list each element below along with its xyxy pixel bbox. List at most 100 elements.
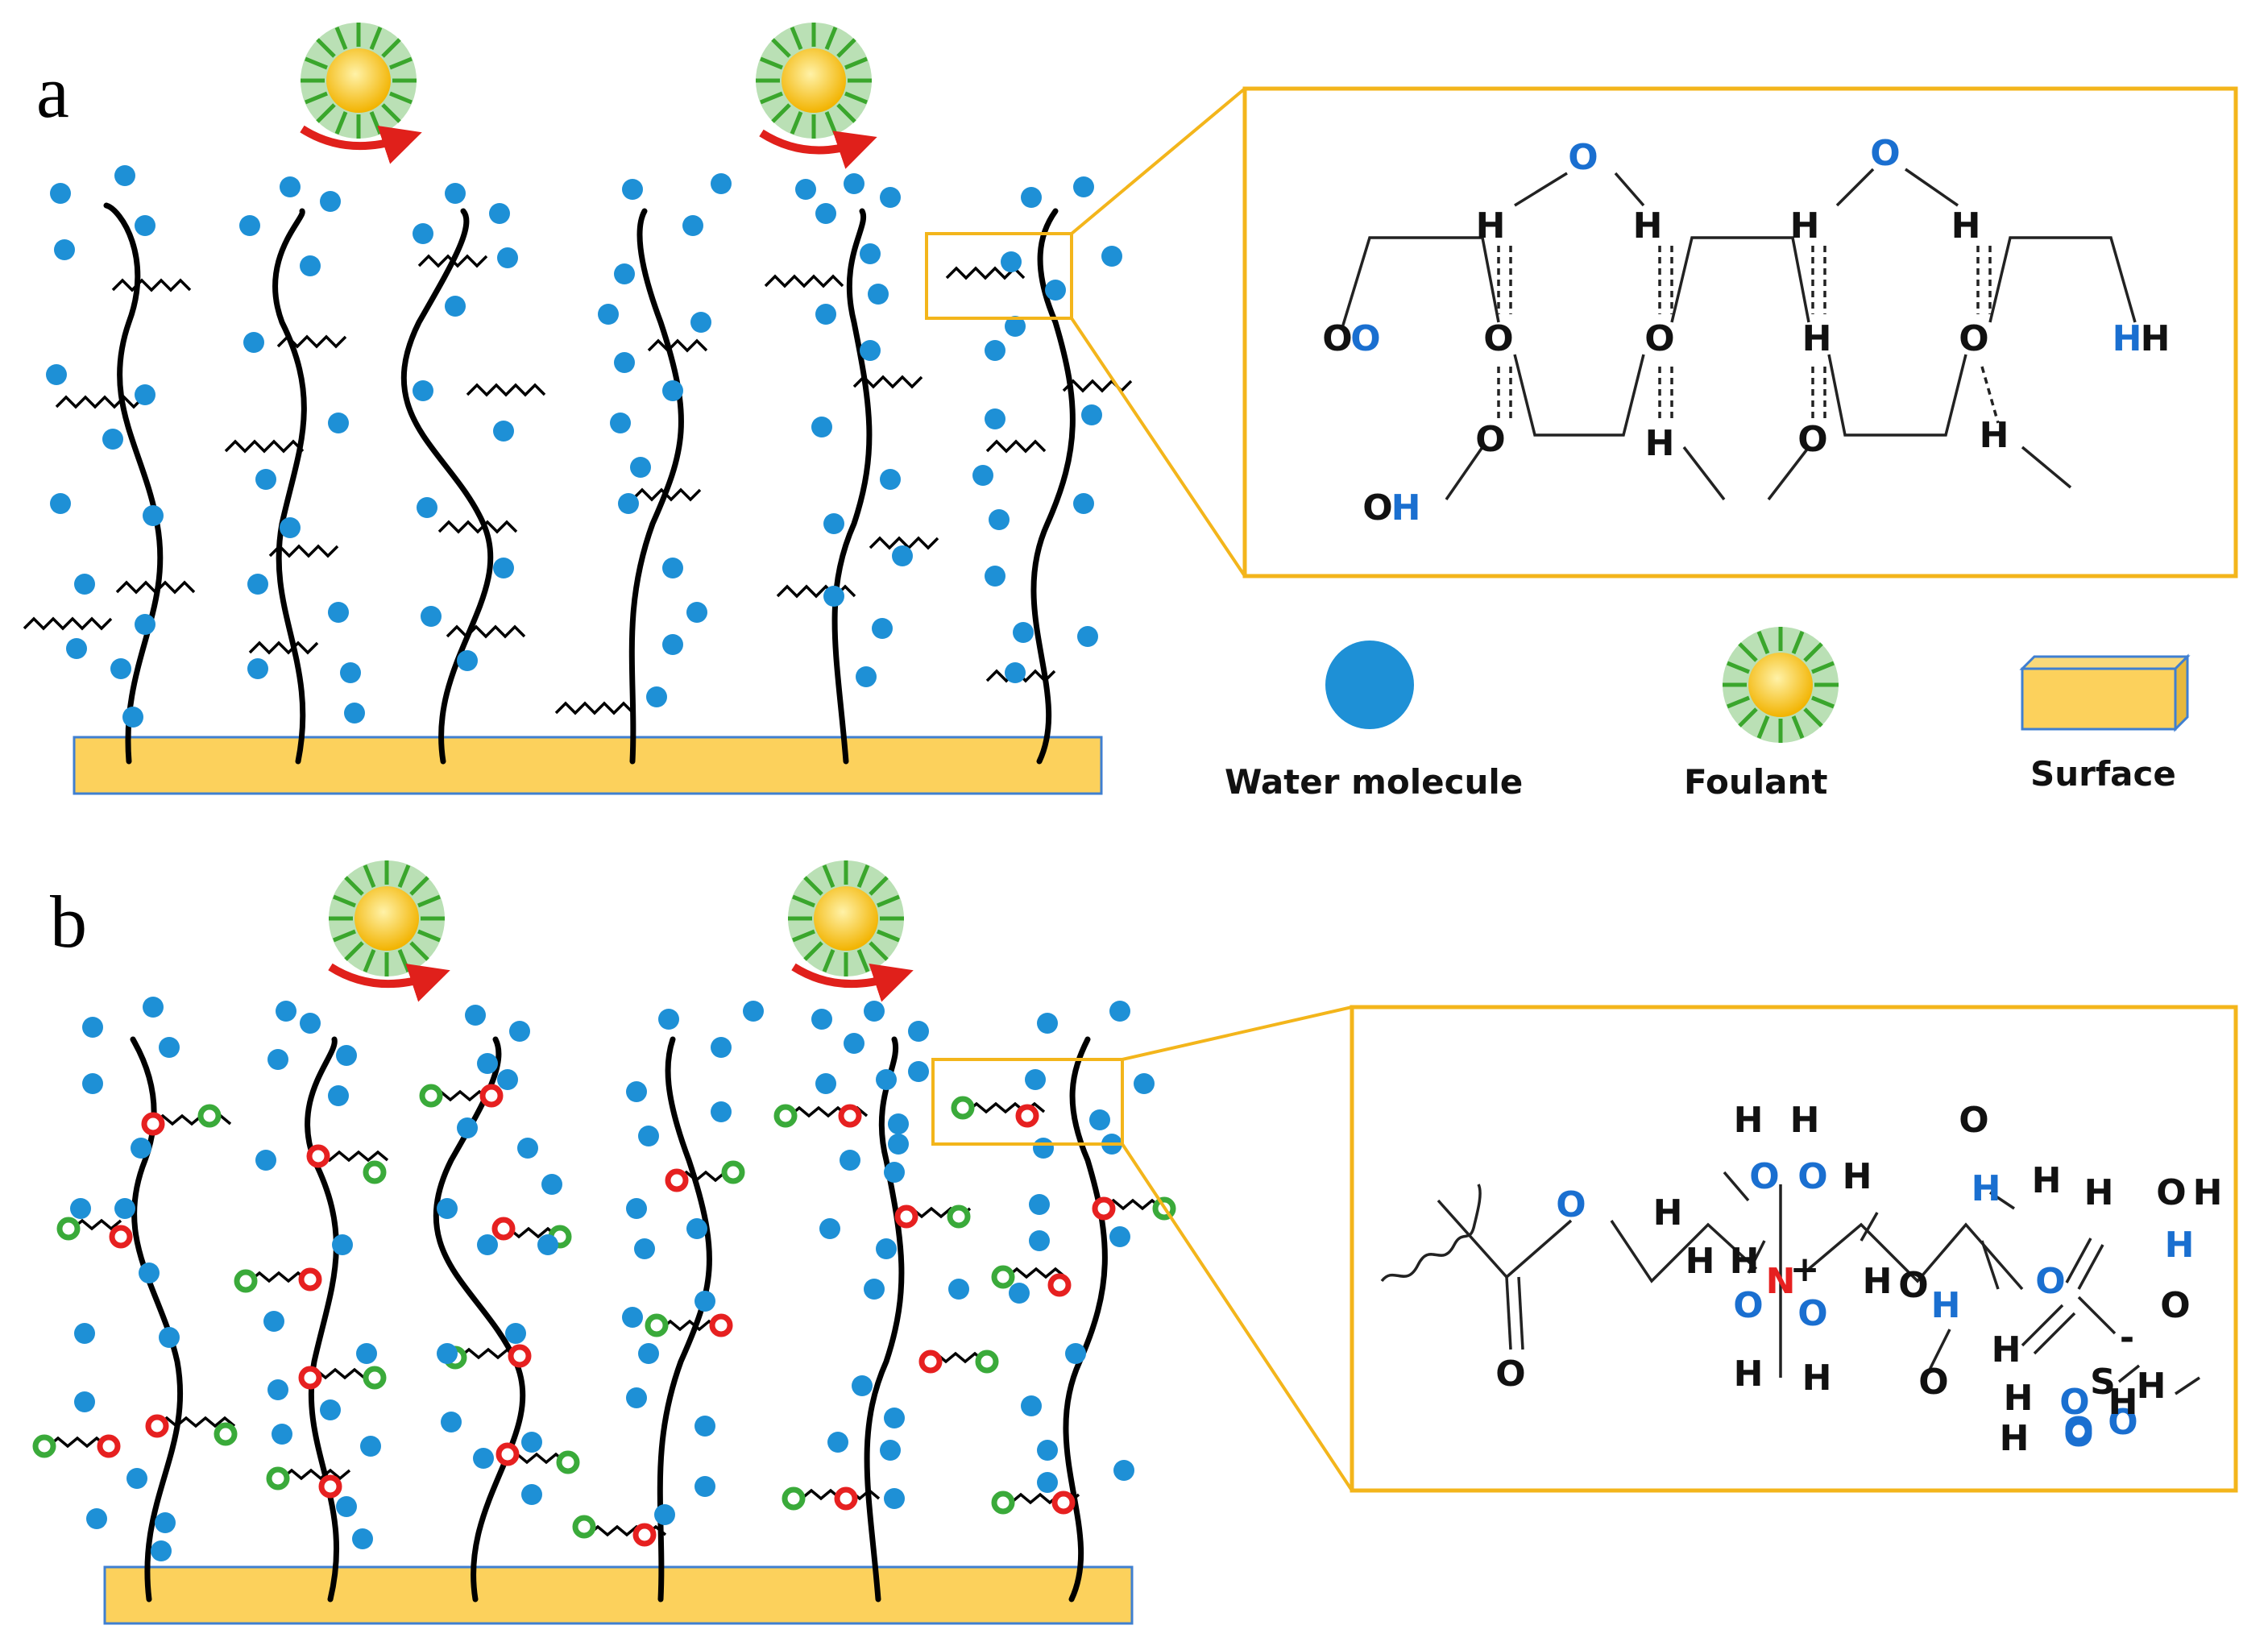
atom-label: O: [1568, 137, 1598, 178]
atom-label: O: [1322, 318, 1352, 359]
water-molecules-b: [70, 997, 1155, 1561]
panel-a-label: a: [36, 51, 69, 133]
foulant: [329, 860, 445, 976]
atom-label: S: [2090, 1362, 2116, 1403]
side-chain: [466, 383, 546, 397]
zoom-callout-a: [925, 87, 1246, 578]
atom-label: H: [2165, 1225, 2195, 1266]
atom-label: O: [1797, 419, 1827, 460]
motion-arrow: [759, 129, 877, 169]
atom-label: O: [2063, 1414, 2093, 1455]
motion-arrow: [328, 963, 450, 1002]
atom-label: H: [2000, 1418, 2030, 1459]
atom-label: H: [2032, 1160, 2062, 1201]
atom-label: O: [1350, 318, 1380, 359]
atom-label: H: [1951, 205, 1981, 247]
surface-legend-icon: [2019, 653, 2191, 732]
surface-b: [103, 1565, 1134, 1625]
atom-label: H: [1843, 1156, 1872, 1197]
atom-label: O: [2156, 1172, 2186, 1213]
atom-label: H: [1391, 487, 1421, 529]
atom-label: H: [1992, 1329, 2021, 1370]
legend: Water molecule Foulant Surface: [1225, 627, 2191, 802]
polymer-chain: [864, 1036, 905, 1602]
side-chain: [276, 334, 347, 349]
atom-label: H: [1802, 318, 1832, 359]
atom-label: +: [1790, 1249, 1820, 1290]
atom-label: H: [1931, 1285, 1961, 1326]
polymer-chain: [272, 208, 307, 765]
polymer-chain: [305, 1036, 339, 1602]
side-chain: [55, 395, 145, 409]
atom-label: H: [1980, 415, 2009, 456]
atom-label: N: [1766, 1261, 1796, 1302]
side-chain: [446, 624, 526, 639]
side-chains-a: [23, 254, 1133, 715]
side-chain: [23, 616, 113, 631]
atom-label: O: [2160, 1285, 2190, 1326]
atom-label: O: [2063, 1410, 2093, 1451]
zoom-callout-b: [931, 1005, 1354, 1492]
water-molecules-a: [46, 165, 1122, 728]
foulant-legend-label: Foulant: [1684, 762, 1827, 802]
polymer-chain: [103, 202, 164, 765]
atom-label: H: [1790, 1100, 1820, 1141]
side-chain: [852, 375, 923, 389]
atom-label: O: [1556, 1184, 1586, 1225]
atom-label: H: [1653, 1192, 1683, 1233]
atom-label: O: [2035, 1261, 2065, 1302]
side-chain: [554, 701, 635, 715]
atom-label: O: [1918, 1362, 1948, 1403]
atom-label: O: [1483, 318, 1513, 359]
foulant: [756, 23, 872, 139]
atom-label: O: [1870, 133, 1900, 174]
side-chain: [268, 544, 339, 558]
atom-label: H: [1734, 1100, 1764, 1141]
atom-label: -: [2120, 1317, 2134, 1358]
atom-label: O: [1475, 419, 1505, 460]
atom-label: O: [1362, 487, 1392, 529]
atom-label: O: [1898, 1265, 1928, 1306]
side-chain: [224, 439, 305, 454]
motion-arrow: [300, 125, 422, 164]
side-chain: [111, 278, 192, 292]
polymer-chain: [433, 1036, 526, 1602]
atom-label: O: [1797, 1156, 1827, 1197]
side-chain: [631, 487, 702, 502]
atom-label: O: [1959, 318, 1988, 359]
surface-legend-label: Surface: [2030, 754, 2176, 794]
atom-label: H: [1633, 205, 1663, 247]
atom-label: H: [1734, 1354, 1764, 1395]
foulant-group-a2: [756, 23, 877, 169]
atom-label: H: [1863, 1261, 1893, 1302]
atom-label: O: [1797, 1293, 1827, 1334]
atom-label: O: [1749, 1156, 1779, 1197]
atom-label: H: [2084, 1172, 2114, 1213]
atom-label: H: [1476, 205, 1506, 247]
atom-label: H: [1802, 1358, 1832, 1399]
inset-a-hydrogen-bonding: [1242, 86, 2238, 578]
side-chain: [985, 439, 1047, 454]
atom-label: H: [2113, 318, 2142, 359]
polymer-chain: [831, 208, 873, 765]
polymer-chain: [400, 208, 494, 765]
foulant-group-b1: [328, 860, 450, 1002]
atom-label: H: [1685, 1241, 1715, 1282]
atom-label: O: [1733, 1285, 1763, 1326]
atom-label: H: [2193, 1172, 2223, 1213]
atom-label: O: [2059, 1382, 2089, 1423]
side-chain: [437, 520, 518, 534]
side-chain: [417, 254, 488, 268]
atom-label: O: [1495, 1354, 1525, 1395]
atom-label: O: [1644, 318, 1674, 359]
water-legend-label: Water molecule: [1225, 762, 1523, 802]
atom-label: H: [2137, 1366, 2166, 1407]
side-chain: [764, 274, 844, 288]
water-legend-icon: [1325, 641, 1414, 729]
foulant-group-b2: [788, 860, 914, 1002]
atom-label: H: [1645, 423, 1675, 464]
atom-label: O: [1959, 1100, 1988, 1141]
